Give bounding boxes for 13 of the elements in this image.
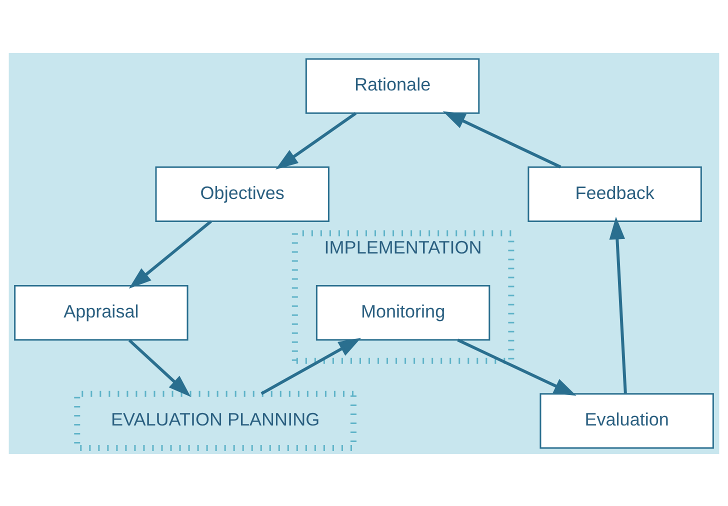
arrow — [260, 337, 362, 394]
node-box: Rationale — [305, 58, 480, 114]
node-box: Appraisal — [14, 284, 188, 340]
arrow — [128, 220, 212, 288]
arrow — [609, 216, 627, 393]
node-box: Evaluation — [540, 392, 714, 448]
arrow — [442, 110, 562, 168]
node-box: Objectives — [155, 166, 330, 222]
node-box: Monitoring — [316, 284, 490, 340]
arrow — [276, 112, 357, 169]
node-box: EVALUATION PLANNING — [74, 390, 356, 450]
node-box: Feedback — [528, 166, 702, 222]
arrow — [128, 338, 191, 396]
